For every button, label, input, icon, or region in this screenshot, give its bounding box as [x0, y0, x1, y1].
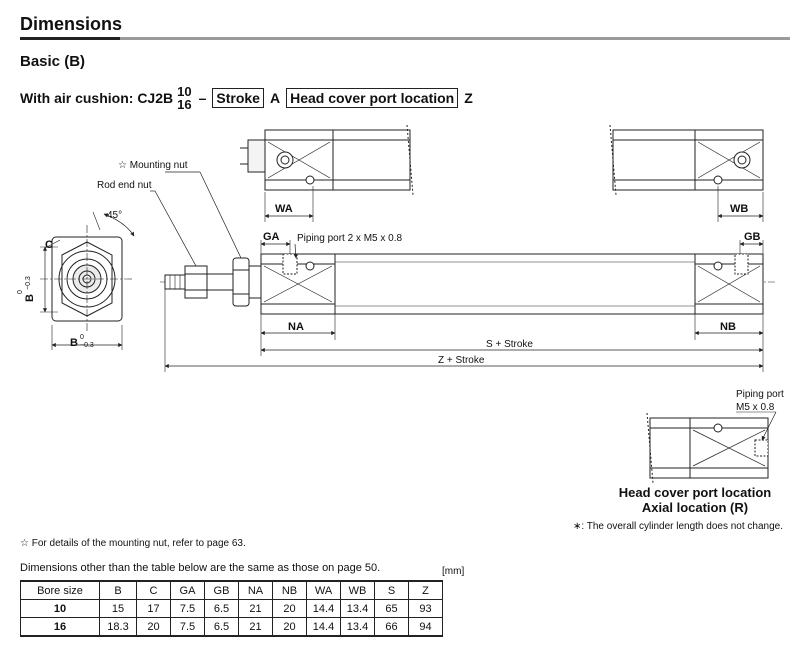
cell-nb: 20	[272, 617, 307, 637]
rod-end-nut-label: Rod end nut	[97, 180, 152, 191]
b-tol-horizontal-top: 0	[80, 334, 84, 341]
cell-wb: 13.4	[340, 599, 375, 618]
model-code: With air cushion: CJ2B 10 16 – Stroke A …	[20, 85, 476, 111]
col-wb: WB	[340, 580, 375, 600]
col-z: Z	[408, 580, 443, 600]
ga-label: GA	[263, 231, 280, 243]
col-gb: GB	[204, 580, 239, 600]
mounting-nut-label: ☆ Mounting nut	[118, 160, 188, 171]
section-title: Dimensions	[20, 14, 123, 34]
model-z-letter: Z	[464, 90, 473, 106]
axial-caption-line1: Head cover port location	[618, 485, 772, 500]
cell-c: 17	[136, 599, 171, 618]
cell-wb: 13.4	[340, 617, 375, 637]
table-intro: Dimensions other than the table below ar…	[20, 562, 381, 574]
cell-bore: 10	[20, 599, 100, 618]
bore-option-bottom: 16	[177, 97, 192, 112]
nb-label: NB	[720, 321, 736, 333]
cell-ga: 7.5	[170, 617, 205, 637]
b-tol-vertical-bottom: −0.3	[25, 276, 32, 290]
angle-label: 45°	[107, 210, 122, 221]
head-port-box: Head cover port location	[286, 88, 459, 108]
cell-c: 20	[136, 617, 171, 637]
col-c: C	[136, 580, 171, 600]
axial-piping-port-size: M5 x 0.8	[736, 402, 775, 413]
overall-length-note: ∗: The overall cylinder length does not …	[573, 521, 783, 532]
bore-options: 10 16	[177, 85, 191, 111]
b-dim-horizontal-label: B	[70, 337, 78, 349]
cell-s: 66	[374, 617, 409, 637]
model-prefix: With air cushion: CJ2B	[20, 90, 174, 106]
col-wa: WA	[306, 580, 341, 600]
axial-caption-line2: Axial location (R)	[641, 500, 749, 515]
table-row: 16 18.3 20 7.5 6.5 21 20 14.4 13.4 66 94	[20, 617, 443, 637]
stroke-box: Stroke	[212, 88, 264, 108]
z-stroke-label: Z + Stroke	[438, 355, 485, 366]
cell-nb: 20	[272, 599, 307, 618]
model-a-letter: A	[269, 90, 281, 106]
ga-gb-dimensions	[260, 240, 764, 259]
cell-wa: 14.4	[306, 617, 341, 637]
cell-b: 18.3	[99, 617, 137, 637]
cell-wa: 14.4	[306, 599, 341, 618]
table-row: 10 15 17 7.5 6.5 21 20 14.4 13.4 65 93	[20, 599, 443, 618]
model-dash: –	[198, 90, 207, 106]
cell-gb: 6.5	[204, 617, 239, 637]
rod-cover-partial-view	[240, 124, 414, 222]
gb-label: GB	[744, 231, 761, 243]
length-dimensions	[164, 289, 764, 372]
col-bore-size: Bore size	[20, 580, 100, 600]
na-label: NA	[288, 321, 304, 333]
table-unit: [mm]	[442, 566, 465, 577]
cylinder-end-view	[40, 211, 135, 350]
wa-label: WA	[275, 203, 293, 215]
cell-gb: 6.5	[204, 599, 239, 618]
axial-piping-port-label: Piping port	[736, 389, 784, 400]
b-dim-vertical-label: B	[24, 294, 36, 302]
cell-z: 94	[408, 617, 443, 637]
wb-label: WB	[730, 203, 748, 215]
cell-ga: 7.5	[170, 599, 205, 618]
b-tol-vertical-top: 0	[17, 290, 24, 294]
cell-s: 65	[374, 599, 409, 618]
table-header-row: Bore size B C GA GB NA NB WA WB S Z	[20, 580, 443, 600]
cell-b: 15	[99, 599, 137, 618]
subsection-title: Basic (B)	[20, 53, 86, 70]
cell-bore: 16	[20, 617, 100, 637]
col-s: S	[374, 580, 409, 600]
cell-na: 21	[238, 599, 273, 618]
title-rule-accent	[20, 37, 120, 40]
cylinder-side-view	[160, 253, 775, 315]
col-b: B	[99, 580, 137, 600]
title-rule	[20, 37, 790, 40]
col-na: NA	[238, 580, 273, 600]
axial-port-view	[646, 411, 777, 484]
dimensions-table: Bore size B C GA GB NA NB WA WB S Z 10 1…	[20, 580, 443, 637]
bore-option-top: 10	[177, 84, 192, 99]
nut-leader-lines	[150, 171, 242, 267]
cell-na: 21	[238, 617, 273, 637]
cell-z: 93	[408, 599, 443, 618]
s-stroke-label: S + Stroke	[486, 339, 533, 350]
c-dim-label: C	[45, 239, 53, 251]
col-nb: NB	[272, 580, 307, 600]
head-cover-partial-view	[609, 124, 764, 222]
b-tol-horizontal-bottom: −0.3	[80, 342, 94, 349]
mounting-nut-note: ☆ For details of the mounting nut, refer…	[20, 538, 246, 549]
piping-port-label: Piping port 2 x M5 x 0.8	[297, 233, 402, 244]
col-ga: GA	[170, 580, 205, 600]
